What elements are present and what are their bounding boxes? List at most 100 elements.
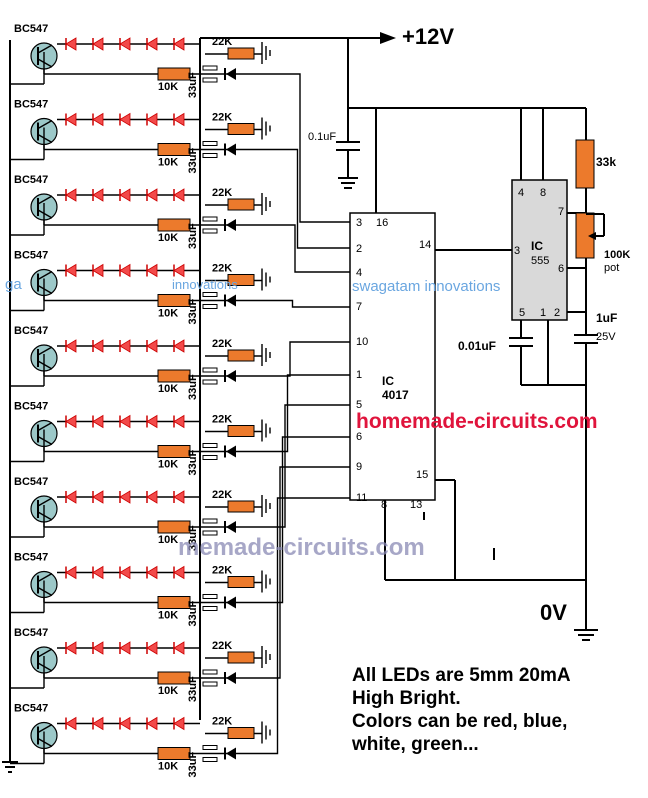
- base-resistor: [157, 747, 191, 760]
- base-resistor: [157, 218, 191, 232]
- ic555-pin-1: 1: [540, 307, 546, 319]
- transistor-emitter: [37, 511, 53, 521]
- transistor-emitter: [37, 737, 53, 748]
- stage-capacitor-plate: [202, 228, 218, 234]
- pull-resistor: [227, 500, 255, 513]
- transistor-label: BC547: [14, 23, 48, 35]
- led-icon: [92, 565, 104, 580]
- led-icon: [92, 414, 104, 429]
- ic555-name-2: 555: [531, 255, 549, 267]
- led-icon: [146, 263, 158, 278]
- pull-resistor-label: 22K: [212, 112, 232, 124]
- diode-icon: [226, 370, 236, 382]
- stage-capacitor-label: 33uF: [187, 752, 199, 778]
- led-note: All LEDs are 5mm 20mA High Bright. Color…: [352, 664, 642, 756]
- transistor-emitter: [37, 586, 53, 597]
- watermark-main: homemade-circuits.com: [356, 410, 598, 433]
- output-route: [236, 404, 350, 528]
- timing-capacitor: 1uF 25V: [574, 311, 617, 385]
- ic555-pin-2: 2: [554, 307, 560, 319]
- led-icon: [173, 641, 185, 655]
- transistor-label: BC547: [14, 476, 48, 488]
- stage-capacitor-plate: [202, 379, 218, 385]
- stage-capacitor-plate: [202, 606, 218, 611]
- led-icon: [65, 716, 77, 731]
- ic4017-pin-6: 6: [356, 431, 362, 443]
- output-route: [236, 466, 350, 679]
- output-route: [236, 497, 350, 755]
- base-resistor-label: 10K: [158, 232, 178, 244]
- led-icon: [173, 414, 185, 429]
- ic555-pin-4: 4: [518, 187, 524, 199]
- led-icon: [146, 641, 158, 655]
- transistor-label: BC547: [14, 325, 48, 337]
- stage-capacitor-plate: [202, 669, 218, 675]
- led-icon: [65, 565, 77, 580]
- pot-label-1: 100K: [604, 249, 630, 261]
- pull-resistor: [227, 727, 255, 739]
- ic4017-pin-1: 1: [356, 369, 362, 381]
- pull-resistor-label: 22K: [212, 338, 232, 350]
- stage-capacitor-label: 33uF: [187, 72, 199, 98]
- led-icon: [65, 414, 77, 429]
- stage-capacitor-label: 33uF: [187, 525, 199, 551]
- led-icon: [65, 339, 77, 353]
- ic4017-pin-13: 13: [410, 499, 422, 511]
- pull-resistor: [227, 123, 255, 135]
- led-icon: [146, 565, 158, 580]
- transistor-label: BC547: [14, 627, 48, 639]
- stage-capacitor-plate: [202, 443, 218, 448]
- ic4017-pin-11: 11: [356, 492, 367, 504]
- transistor-collector: [37, 270, 53, 281]
- led-icon: [92, 37, 104, 51]
- base-resistor-label: 10K: [158, 610, 178, 622]
- transistor-collector: [37, 346, 53, 356]
- base-resistor-label: 10K: [158, 81, 178, 93]
- stage-capacitor-plate: [202, 292, 218, 297]
- diode-icon: [226, 672, 236, 684]
- base-resistor-label: 10K: [158, 308, 178, 320]
- ic555-pin-3: 3: [514, 245, 520, 257]
- led-icon: [173, 490, 185, 504]
- pull-resistor-label: 22K: [212, 36, 232, 48]
- timing-resistor-label: 33k: [596, 155, 616, 169]
- stage-capacitor-label: 33uF: [187, 601, 199, 627]
- stage-capacitor-plate: [202, 367, 218, 373]
- ground-right: 0V: [540, 385, 598, 641]
- stage-capacitor-label: 33uF: [187, 148, 199, 174]
- output-route: [236, 224, 350, 273]
- led-icon: [119, 641, 131, 655]
- stage-capacitor-label: 33uF: [187, 676, 199, 702]
- left-ground-rail: [2, 40, 18, 773]
- pull-resistor: [227, 576, 255, 588]
- transistor-collector: [37, 119, 53, 130]
- base-resistor-label: 10K: [158, 761, 178, 773]
- transistor-emitter: [37, 360, 53, 370]
- pull-resistor: [227, 425, 255, 437]
- transistor-label: BC547: [14, 250, 48, 262]
- led-icon: [65, 263, 77, 278]
- ic-4017: IC 4017 3 16 2 4 7 10 1 5 6 9 11 14 15 8…: [349, 108, 585, 581]
- led-icon: [65, 112, 77, 127]
- stage-capacitor-label: 33uF: [187, 374, 199, 400]
- timing-capacitor-voltage: 25V: [596, 331, 616, 343]
- ic555-pin-5: 5: [519, 307, 525, 319]
- ic-555: IC 555 4 8 7 3 6 5 1 2: [511, 108, 587, 386]
- watermark-brand-left-b: innovations: [172, 277, 238, 292]
- led-icon: [173, 263, 185, 278]
- watermark-brand-left-a: ga: [5, 276, 22, 293]
- transistor-collector: [37, 195, 53, 205]
- pot-label-2: pot: [604, 262, 619, 274]
- base-resistor-label: 10K: [158, 157, 178, 169]
- stage-capacitor-plate: [202, 530, 218, 536]
- led-icon: [119, 37, 131, 51]
- transistor-emitter: [37, 435, 53, 446]
- led-icon: [146, 112, 158, 127]
- stage-capacitor-label: 33uF: [187, 450, 199, 476]
- base-resistor-label: 10K: [158, 534, 178, 546]
- led-driver-stages: BC547 10K 22K 33uF BC547 10K 22K 33uF BC547 10K 22…: [10, 23, 350, 778]
- transistor-emitter: [37, 133, 53, 144]
- base-resistor: [157, 369, 191, 383]
- base-resistor-label: 10K: [158, 459, 178, 471]
